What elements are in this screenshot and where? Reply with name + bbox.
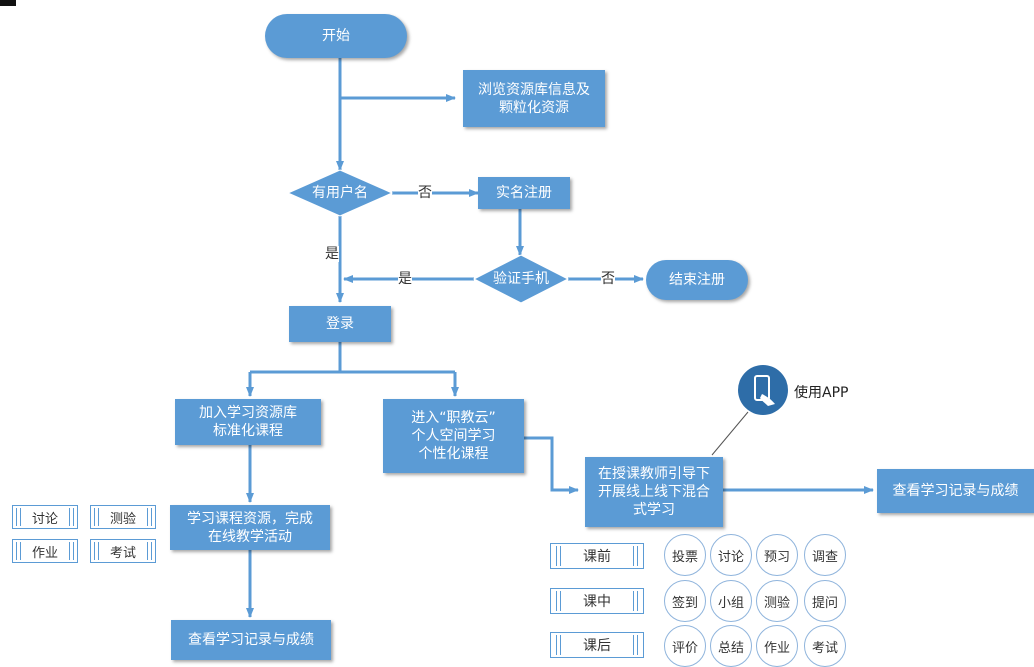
corner-mark	[0, 0, 16, 6]
activity-discuss: 讨论	[710, 534, 752, 576]
tag-quiz: 测验	[90, 505, 156, 529]
phase-in-class: 课中	[550, 588, 644, 614]
browse-label-line-1: 浏览资源库信息及	[478, 81, 590, 98]
blended-learning-node: 在授课教师引导下 开展线上线下混合 式学习	[585, 457, 723, 527]
activity-preview: 预习	[756, 534, 798, 576]
diamond-has-username	[286, 169, 394, 217]
login-label: 登录	[326, 316, 354, 332]
learn-course-node: 学习课程资源，完成 在线教学活动	[170, 505, 330, 550]
start-label: 开始	[322, 28, 350, 44]
phone-hand-icon	[738, 365, 788, 415]
activity-evaluate: 评价	[664, 625, 706, 667]
no-label-2: 否	[601, 271, 615, 287]
activity-vote: 投票	[664, 534, 706, 576]
edge-login-split	[250, 342, 455, 374]
tag-discuss: 讨论	[12, 505, 78, 529]
join-library-line-2: 标准化课程	[213, 423, 283, 439]
browse-label-line-2: 颗粒化资源	[499, 99, 569, 116]
enter-cloud-line-1: 进入“职教云”	[411, 410, 496, 426]
phase-after-class: 课后	[550, 632, 644, 658]
blended-line-2: 开展线上线下混合	[598, 484, 710, 500]
diamond-verify-phone	[472, 254, 570, 304]
start-node: 开始	[265, 14, 407, 58]
activity-summary: 总结	[710, 625, 752, 667]
no-label-1: 否	[418, 185, 432, 201]
learn-course-line-2: 在线教学活动	[208, 528, 292, 545]
edge-cloud-blended	[524, 436, 579, 494]
phone-hand-glyph	[754, 375, 775, 406]
activity-quiz: 测验	[756, 580, 798, 622]
use-app-label: 使用APP	[794, 385, 849, 401]
activity-question: 提问	[804, 580, 846, 622]
phase-before-class: 课前	[550, 543, 644, 569]
blended-line-3: 式学习	[633, 502, 675, 518]
activity-survey: 调查	[804, 534, 846, 576]
yes-label-2: 是	[398, 271, 412, 287]
enter-cloud-line-2: 个人空间学习	[411, 428, 496, 444]
activity-checkin: 签到	[664, 580, 706, 622]
view-records-left-node: 查看学习记录与成绩	[171, 620, 331, 660]
activity-exam: 考试	[804, 625, 846, 667]
view-records-right-label: 查看学习记录与成绩	[892, 483, 1019, 499]
end-register-node: 结束注册	[646, 260, 748, 300]
learn-course-line-1: 学习课程资源，完成	[187, 510, 313, 527]
activity-homework: 作业	[756, 625, 798, 667]
has-username-label: 有用户名	[312, 185, 368, 201]
enter-cloud-node: 进入“职教云” 个人空间学习 个性化课程	[383, 399, 524, 473]
activity-group: 小组	[710, 580, 752, 622]
view-records-left-label: 查看学习记录与成绩	[188, 632, 314, 648]
join-library-line-1: 加入学习资源库	[199, 405, 297, 421]
join-library-node: 加入学习资源库 标准化课程	[175, 399, 321, 445]
tag-exam: 考试	[90, 539, 156, 563]
view-records-right-node: 查看学习记录与成绩	[877, 469, 1034, 513]
login-node: 登录	[289, 306, 391, 342]
tag-homework: 作业	[12, 539, 78, 563]
real-name-register-label: 实名注册	[496, 185, 552, 201]
enter-cloud-line-3: 个性化课程	[418, 446, 489, 462]
verify-phone-label: 验证手机	[493, 271, 549, 287]
blended-line-1: 在授课教师引导下	[598, 466, 710, 482]
real-name-register-node: 实名注册	[478, 177, 570, 209]
browse-node: 浏览资源库信息及 颗粒化资源	[463, 70, 605, 127]
yes-label-1: 是	[325, 246, 339, 262]
end-register-label: 结束注册	[669, 272, 725, 288]
edge-app-blended	[711, 411, 749, 456]
